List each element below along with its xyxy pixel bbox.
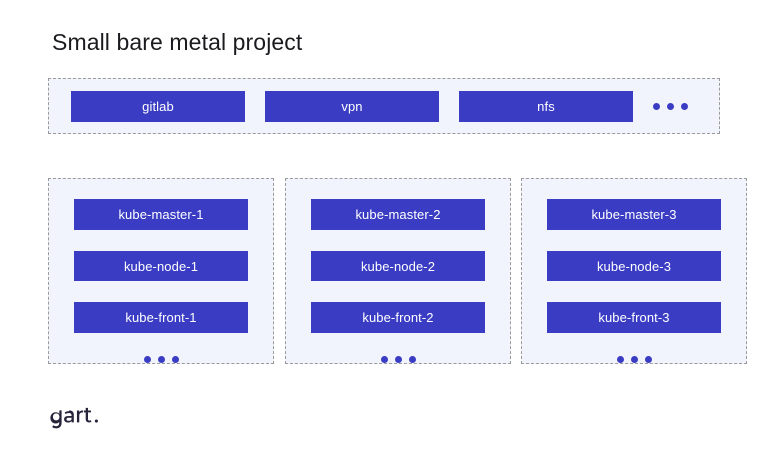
- services-panel: gitlab vpn nfs: [48, 78, 720, 134]
- dot-icon: [171, 356, 179, 364]
- page-title: Small bare metal project: [52, 29, 303, 55]
- services-more-dots-icon: [653, 91, 688, 122]
- gart-logo-icon: [50, 407, 98, 429]
- node-box-kube-master-2[interactable]: kube-master-2: [311, 199, 485, 230]
- cluster-2-nodes: kube-master-2 kube-node-2 kube-front-2: [286, 179, 510, 364]
- node-box-kube-front-2[interactable]: kube-front-2: [311, 302, 485, 334]
- dot-icon: [157, 356, 165, 364]
- node-box-kube-front-3[interactable]: kube-front-3: [547, 302, 721, 334]
- cluster-panel-1: kube-master-1 kube-node-1 kube-front-1: [48, 178, 274, 364]
- gart-logo: [50, 404, 108, 430]
- service-box-gitlab[interactable]: gitlab: [71, 90, 245, 122]
- services-row: gitlab vpn nfs: [49, 79, 719, 133]
- dot-icon: [408, 356, 416, 364]
- dot-icon: [667, 102, 674, 110]
- dot-icon: [616, 356, 624, 364]
- cluster-3-more-dots-icon: [616, 356, 652, 364]
- cluster-panel-2: kube-master-2 kube-node-2 kube-front-2: [285, 178, 511, 364]
- node-box-kube-node-3[interactable]: kube-node-3: [547, 250, 721, 282]
- dot-icon: [143, 356, 151, 364]
- node-box-kube-front-1[interactable]: kube-front-1: [74, 302, 248, 334]
- dot-icon: [630, 356, 638, 364]
- dot-icon: [380, 356, 388, 364]
- dot-icon: [681, 102, 688, 110]
- dot-icon: [653, 102, 660, 110]
- node-box-kube-master-3[interactable]: kube-master-3: [547, 199, 721, 230]
- cluster-panel-3: kube-master-3 kube-node-3 kube-front-3: [521, 178, 747, 364]
- cluster-3-nodes: kube-master-3 kube-node-3 kube-front-3: [522, 179, 746, 364]
- cluster-1-more-dots-icon: [143, 356, 179, 364]
- node-box-kube-master-1[interactable]: kube-master-1: [74, 199, 248, 230]
- cluster-2-more-dots-icon: [380, 356, 416, 364]
- dot-icon: [394, 356, 402, 364]
- service-box-nfs[interactable]: nfs: [459, 90, 633, 122]
- node-box-kube-node-1[interactable]: kube-node-1: [74, 250, 248, 282]
- service-box-vpn[interactable]: vpn: [265, 90, 439, 122]
- dot-icon: [644, 356, 652, 364]
- node-box-kube-node-2[interactable]: kube-node-2: [311, 250, 485, 282]
- cluster-1-nodes: kube-master-1 kube-node-1 kube-front-1: [49, 179, 273, 364]
